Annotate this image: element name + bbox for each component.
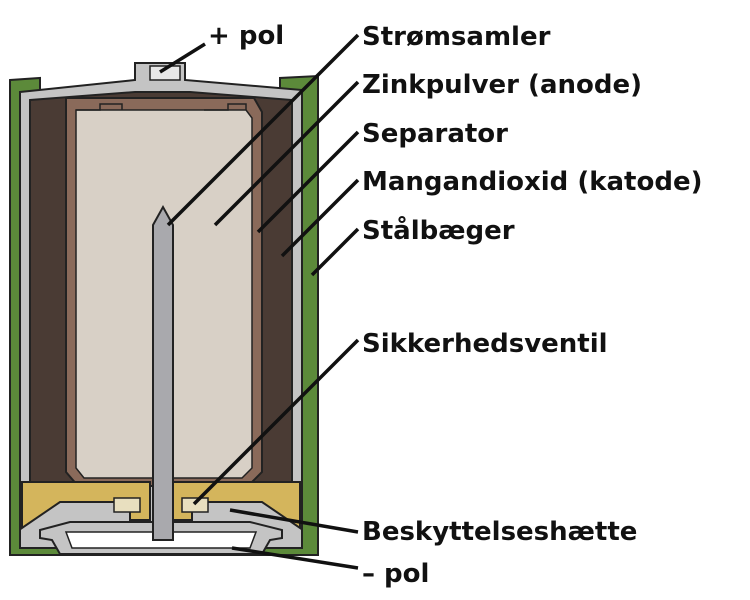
- label-neg-pole: – pol: [362, 559, 429, 589]
- label-cathode: Mangandioxid (katode): [362, 167, 702, 197]
- leader-valve: [192, 338, 360, 506]
- leader-neg-pole: [231, 546, 359, 570]
- leader-collector: [166, 33, 360, 227]
- label-pos-pole: + pol: [208, 21, 284, 51]
- label-zinc-anode: Zinkpulver (anode): [362, 70, 642, 100]
- safety-valve-left: [113, 497, 141, 513]
- leader-steel: [310, 227, 360, 277]
- leader-separator: [256, 130, 360, 234]
- current-collector: [152, 204, 174, 541]
- leader-cap: [229, 508, 359, 534]
- label-current-collector: Strømsamler: [362, 22, 551, 52]
- label-steel-can: Stålbæger: [362, 214, 515, 246]
- leader-zinc: [213, 80, 360, 227]
- safety-valve: [181, 497, 209, 513]
- leader-lines: [159, 33, 360, 570]
- label-protective-cap: Beskyttelseshætte: [362, 517, 637, 547]
- label-safety-valve: Sikkerhedsventil: [362, 329, 608, 359]
- positive-terminal: [149, 65, 181, 81]
- leader-pos-pole: [159, 42, 206, 74]
- separator-top-steps: [76, 103, 247, 111]
- label-separator: Separator: [362, 119, 508, 149]
- leader-cathode: [280, 178, 360, 258]
